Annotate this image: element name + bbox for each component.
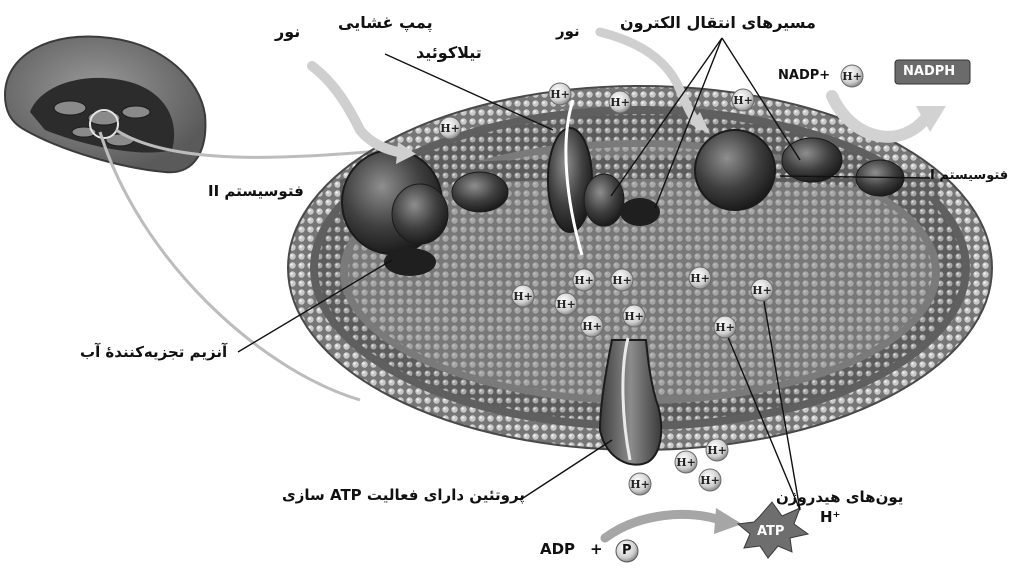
h-ion: H+ [699, 469, 721, 491]
h-ion: H+ [439, 117, 461, 139]
svg-text:H+: H+ [690, 272, 710, 285]
svg-text:H+: H+ [676, 456, 696, 469]
label-electron-paths: مسیرهای انتقال الکترون [620, 13, 816, 32]
label-hydrogen-ions: یون‌های هیدروژن [776, 488, 903, 506]
label-light-left: نور [275, 22, 300, 41]
svg-text:H+: H+ [550, 88, 570, 101]
label-light-right: نور [556, 22, 580, 40]
svg-text:H+: H+ [752, 284, 772, 297]
svg-text:H+: H+ [556, 298, 576, 311]
svg-text:H+: H+ [624, 310, 644, 323]
atp-formation-arrow [605, 514, 720, 538]
label-atp: ATP [757, 524, 784, 539]
h-ion: H+ [675, 451, 697, 473]
h-ion: H+ [629, 473, 651, 495]
h-ion: H+ [512, 285, 534, 307]
h-ion: H+ [573, 269, 595, 291]
svg-text:H+: H+ [612, 274, 632, 287]
h-ion: H+ [549, 83, 571, 105]
light-arrow-left [312, 66, 398, 152]
h-ion: H+ [714, 316, 736, 338]
label-nadph: NADPH [903, 64, 955, 79]
h-ion: H+ [732, 89, 754, 111]
h-ion: H+ [689, 267, 711, 289]
svg-text:H+: H+ [440, 122, 460, 135]
h-ion: H+ [581, 315, 603, 337]
svg-text:H+: H+ [610, 96, 630, 109]
label-plus: + [590, 540, 603, 558]
label-phosphate: P [622, 543, 632, 558]
label-water-splitting-enzyme: آنزیم تجزیه‌کنندهٔ آب [80, 343, 227, 361]
label-adp: ADP [540, 540, 575, 558]
label-photosystem-ii: فتوسیستم II [208, 182, 304, 200]
svg-text:H+: H+ [733, 94, 753, 107]
svg-text:H+: H+ [700, 474, 720, 487]
h-ion: H+ [706, 439, 728, 461]
h-ion: H+ [609, 91, 631, 113]
label-nadp-plus: NADP+ [778, 68, 830, 83]
svg-text:H+: H+ [842, 70, 862, 83]
label-photosystem-i: فتوسیستم I [930, 168, 1008, 183]
svg-text:H+: H+ [630, 478, 650, 491]
h-ion: H+ [611, 269, 633, 291]
label-atp-synthase: پروتئین دارای فعالیت ATP سازی [282, 486, 525, 504]
h-ion: H+ [555, 293, 577, 315]
svg-text:H+: H+ [574, 274, 594, 287]
svg-text:H+: H+ [707, 444, 727, 457]
h-ion: H+ [751, 279, 773, 301]
label-thylakoid: تیلاکوئید [416, 43, 482, 62]
label-hydrogen-ion-symbol: H⁺ [820, 508, 840, 526]
svg-text:H+: H+ [513, 290, 533, 303]
label-membrane-pump: پمپ غشایی [338, 13, 433, 32]
svg-text:H+: H+ [715, 321, 735, 334]
svg-text:H+: H+ [582, 320, 602, 333]
h-ion: H+ [623, 305, 645, 327]
h-ion: H+ [841, 65, 863, 87]
